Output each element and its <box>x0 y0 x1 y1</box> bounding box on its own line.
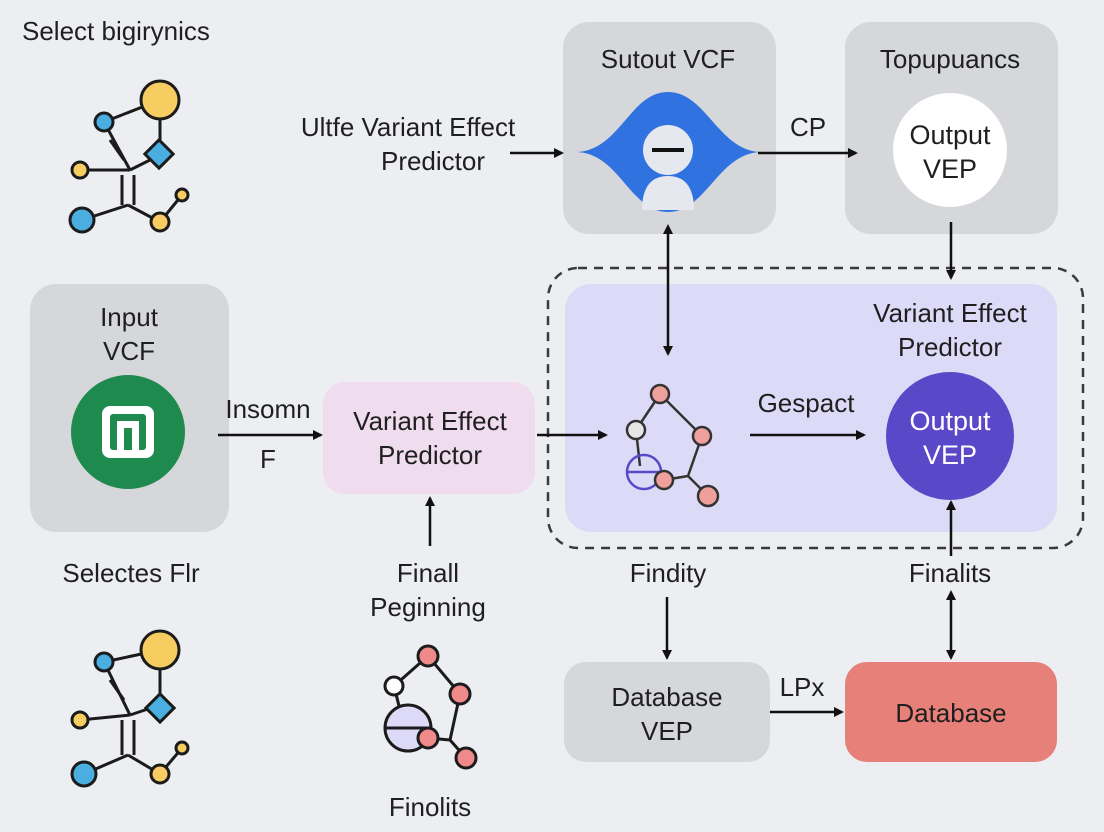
molecule-icon <box>68 79 190 234</box>
group-title-line2: Predictor <box>897 332 1003 362</box>
label-insomn: Insomn <box>225 394 311 424</box>
database-vep-title-line2: VEP <box>640 716 694 746</box>
label-finolits: Finolits <box>388 792 472 822</box>
input-vcf-title-line2: VCF <box>103 336 155 366</box>
input-vcf-title-line1: Input <box>100 302 158 332</box>
group-title-line1: Variant Effect <box>873 298 1027 328</box>
output-line: Output <box>909 406 991 436</box>
vep-line: VEP <box>922 154 978 184</box>
topupuancs-output-label: Output VEP <box>893 118 1007 186</box>
dashed-group-border <box>546 266 1085 550</box>
vep-line: VEP <box>922 440 978 470</box>
person-icon <box>577 92 760 212</box>
label-ultfe-line2: Predictor <box>380 146 486 176</box>
molecule-icon <box>383 644 478 770</box>
sutout-vcf-title: Sutout VCF <box>600 44 736 74</box>
group-output-label: Output VEP <box>893 404 1007 472</box>
label-f: F <box>260 444 276 474</box>
label-selectes-flr: Selectes Flr <box>62 558 200 588</box>
label-findity: Findity <box>629 558 707 588</box>
label-cp: CP <box>789 112 827 142</box>
vep-mid-title-line2: Predictor <box>377 440 483 470</box>
label-gespact: Gespact <box>757 388 855 418</box>
label-finalits: Finalits <box>908 558 992 588</box>
label-top-left: Select bigirynics <box>22 16 210 46</box>
database-vep-node <box>564 662 770 762</box>
database-node <box>845 662 1057 762</box>
molecule-icon <box>70 629 190 788</box>
output-vep-circle-group <box>886 372 1014 500</box>
topupuancs-title: Topupuancs <box>879 44 1021 74</box>
database-vep-title-line1: Database <box>611 682 723 712</box>
label-peginning: Peginning <box>370 592 486 622</box>
output-vep-circle-top <box>893 93 1007 207</box>
label-lpx: LPx <box>779 672 825 702</box>
vep-mid-title-line1: Variant Effect <box>353 406 507 436</box>
output-line: Output <box>909 120 991 150</box>
label-finall: Finall <box>396 558 460 588</box>
database-title: Database <box>895 698 1007 728</box>
variant-effect-predictor-node <box>323 382 535 494</box>
app-icon <box>71 375 185 489</box>
molecule-icon <box>625 383 720 508</box>
label-ultfe-line1: Ultfe Variant Effect <box>300 112 516 142</box>
